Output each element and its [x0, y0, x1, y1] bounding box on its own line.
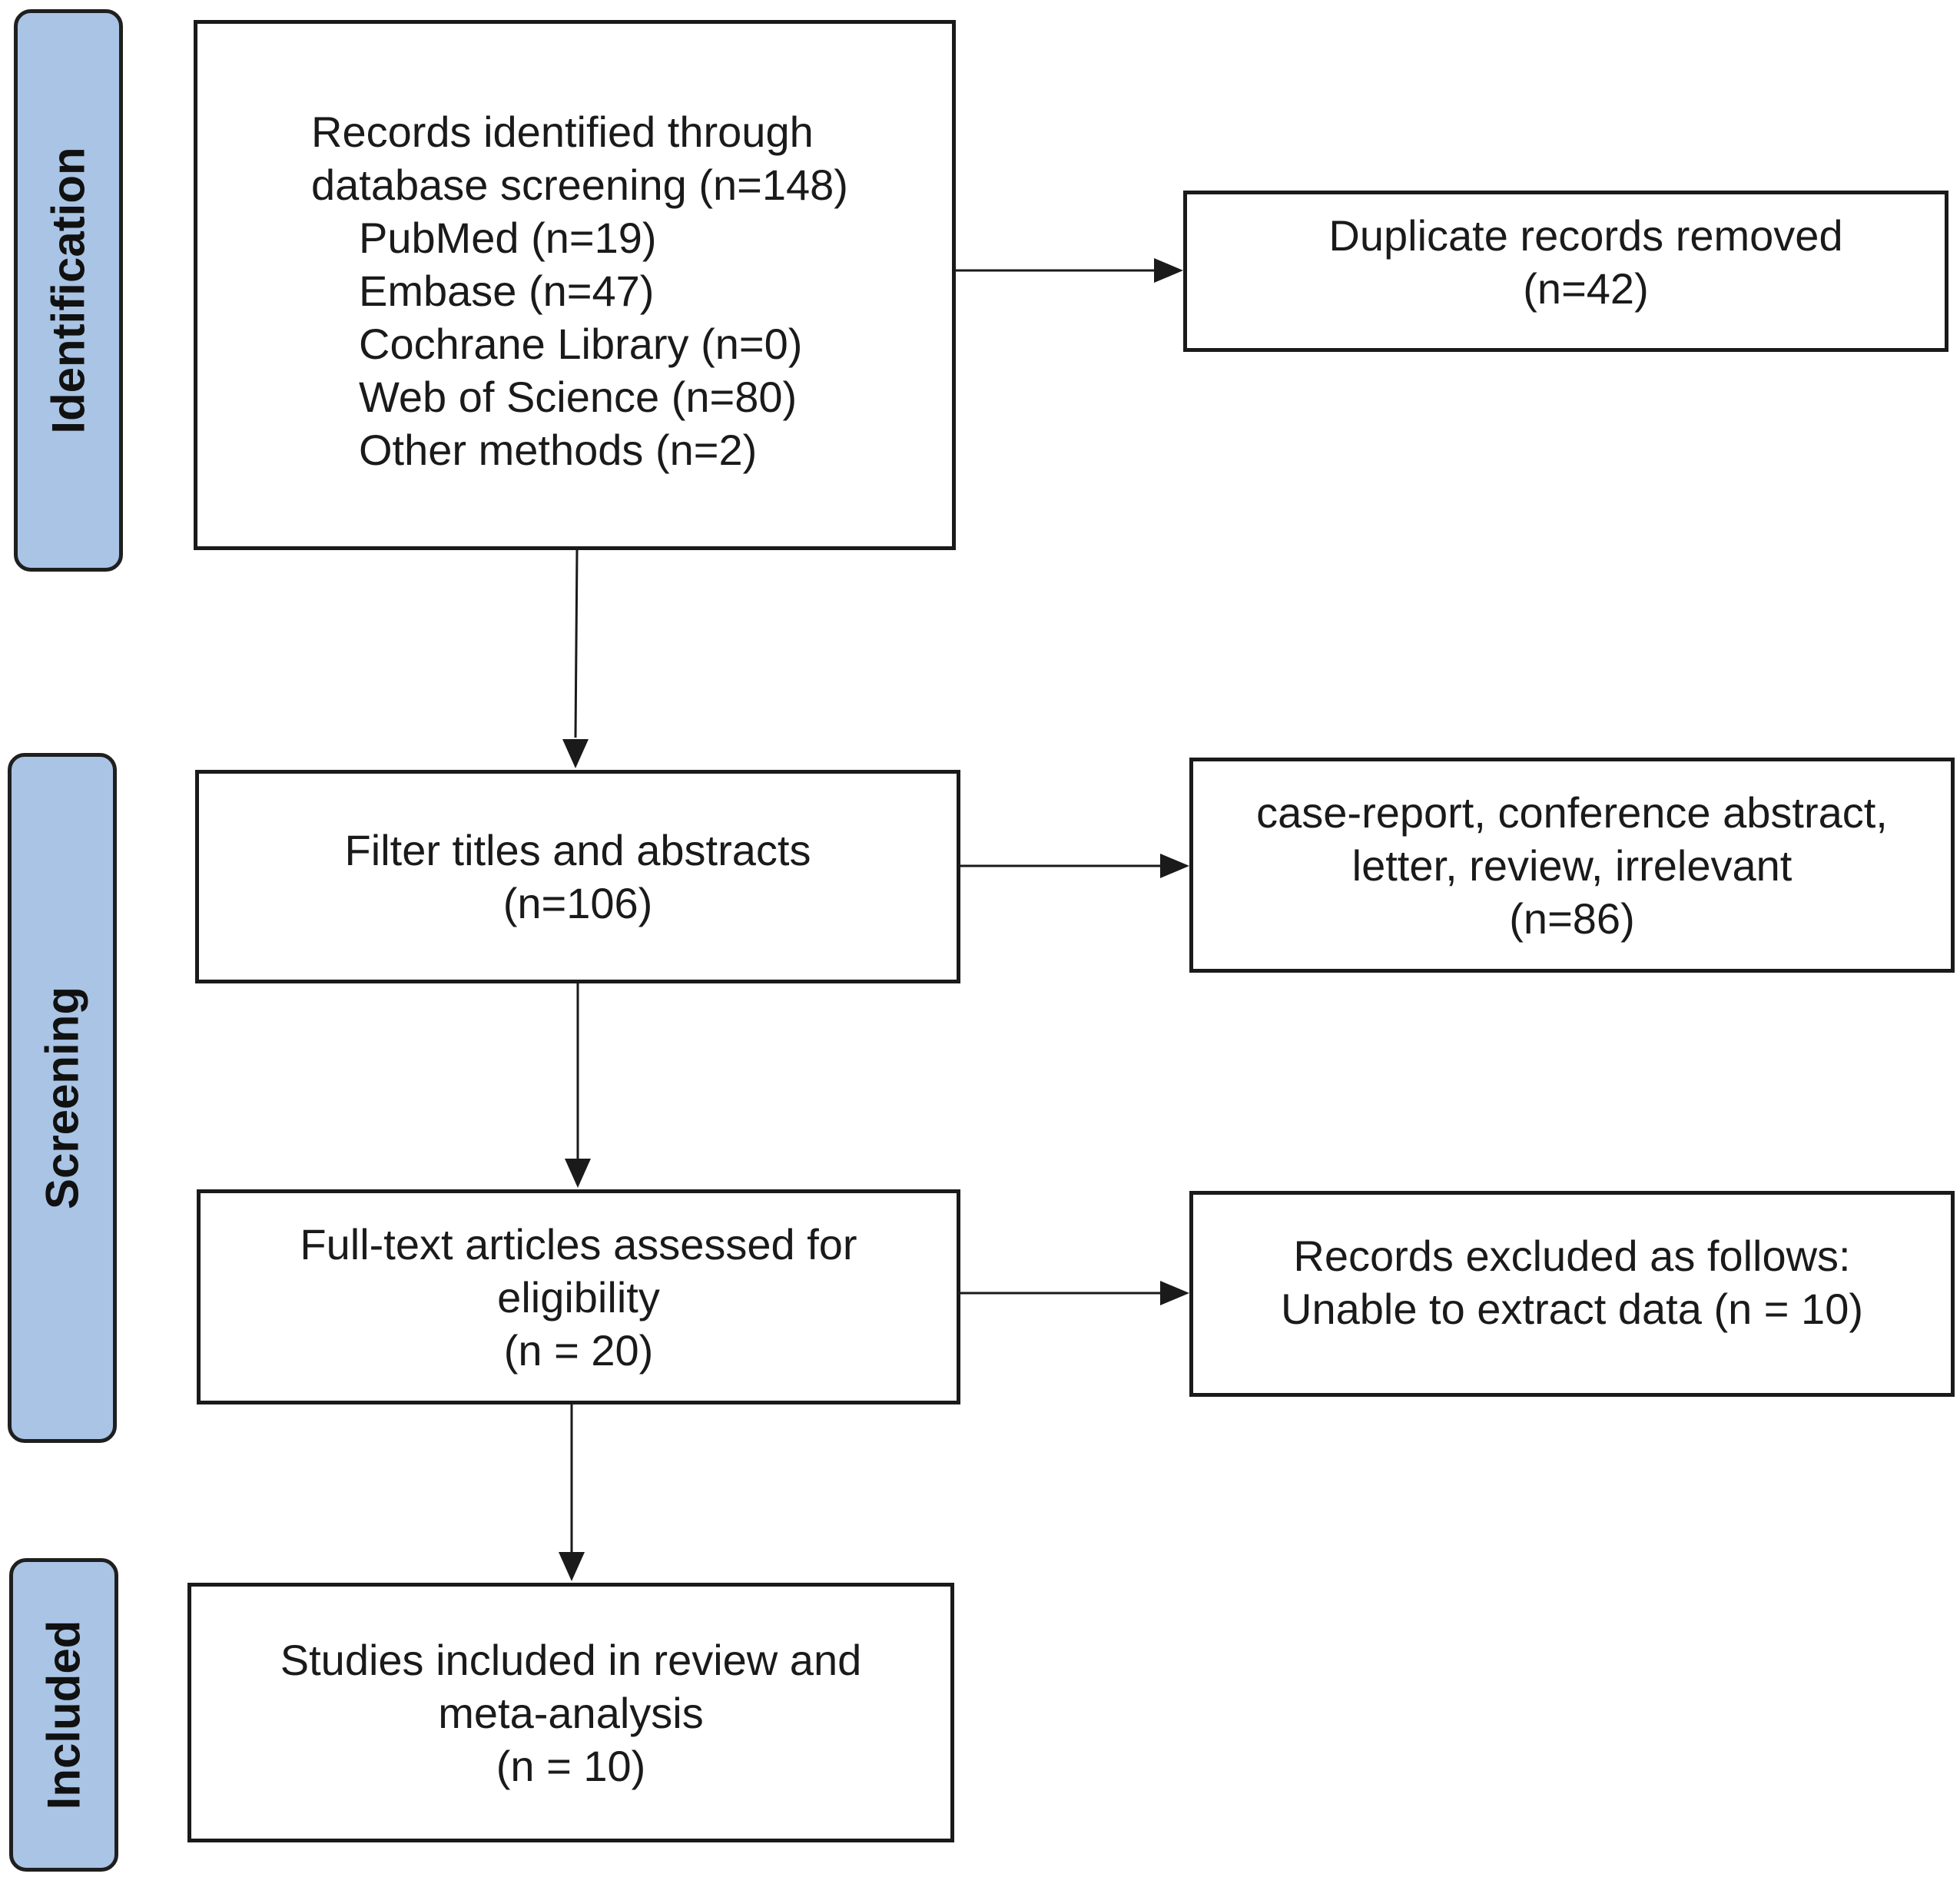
- excluded-types-line2: letter, review, irrelevant: [1351, 841, 1793, 890]
- source-pubmed: PubMed (n=19): [359, 214, 657, 262]
- full-text-line2: eligibility: [497, 1272, 660, 1322]
- studies-included-box: Studies included in review and meta-anal…: [187, 1583, 954, 1842]
- duplicates-removed-line1: Duplicate records removed: [1328, 211, 1843, 260]
- phase-included: Included: [9, 1558, 118, 1872]
- arrowhead-full-text: [565, 1159, 591, 1188]
- source-cochrane: Cochrane Library (n=0): [359, 320, 803, 368]
- source-web-of-science: Web of Science (n=80): [359, 373, 798, 421]
- excluded-types-line1: case-report, conference abstract,: [1256, 788, 1888, 837]
- excluded-types-line3: (n=86): [1509, 894, 1635, 943]
- full-text-box: Full-text articles assessed for eligibil…: [197, 1189, 960, 1404]
- source-other-methods: Other methods (n=2): [359, 426, 758, 474]
- studies-included-line1: Studies included in review and: [280, 1635, 862, 1684]
- records-excluded-box: Records excluded as follows: Unable to e…: [1189, 1191, 1955, 1397]
- records-identified-line1: Records identified through: [311, 108, 814, 156]
- arrowhead-studies: [559, 1552, 585, 1581]
- full-text-line3: (n = 20): [503, 1325, 654, 1375]
- studies-included-line2: meta-analysis: [438, 1688, 704, 1737]
- records-identified-line2: database screening (n=148): [311, 161, 848, 209]
- phase-identification: Identification: [14, 9, 123, 572]
- arrowhead-excluded-types: [1160, 854, 1189, 878]
- filter-titles-box: Filter titles and abstracts (n=106): [195, 770, 960, 983]
- duplicates-removed-line2: (n=42): [1523, 264, 1649, 313]
- records-excluded-line1: Records excluded as follows:: [1293, 1232, 1851, 1280]
- excluded-types-box: case-report, conference abstract, letter…: [1189, 758, 1955, 973]
- filter-titles-line2: (n=106): [502, 879, 653, 927]
- arrowhead-records-excluded: [1160, 1281, 1189, 1305]
- arrowhead-filter: [562, 739, 589, 768]
- phase-screening: Screening: [8, 753, 117, 1443]
- source-embase: Embase (n=47): [359, 267, 655, 315]
- arrowhead-duplicates: [1154, 258, 1183, 283]
- arrow-identified-to-filter: [574, 549, 579, 738]
- duplicates-removed-box: Duplicate records removed (n=42): [1183, 191, 1948, 352]
- records-excluded-line2: Unable to extract data (n = 10): [1281, 1285, 1863, 1333]
- studies-included-line3: (n = 10): [496, 1741, 646, 1790]
- full-text-line1: Full-text articles assessed for: [300, 1219, 857, 1268]
- records-identified-box: Records identified through database scre…: [194, 20, 956, 550]
- filter-titles-line1: Filter titles and abstracts: [344, 826, 811, 874]
